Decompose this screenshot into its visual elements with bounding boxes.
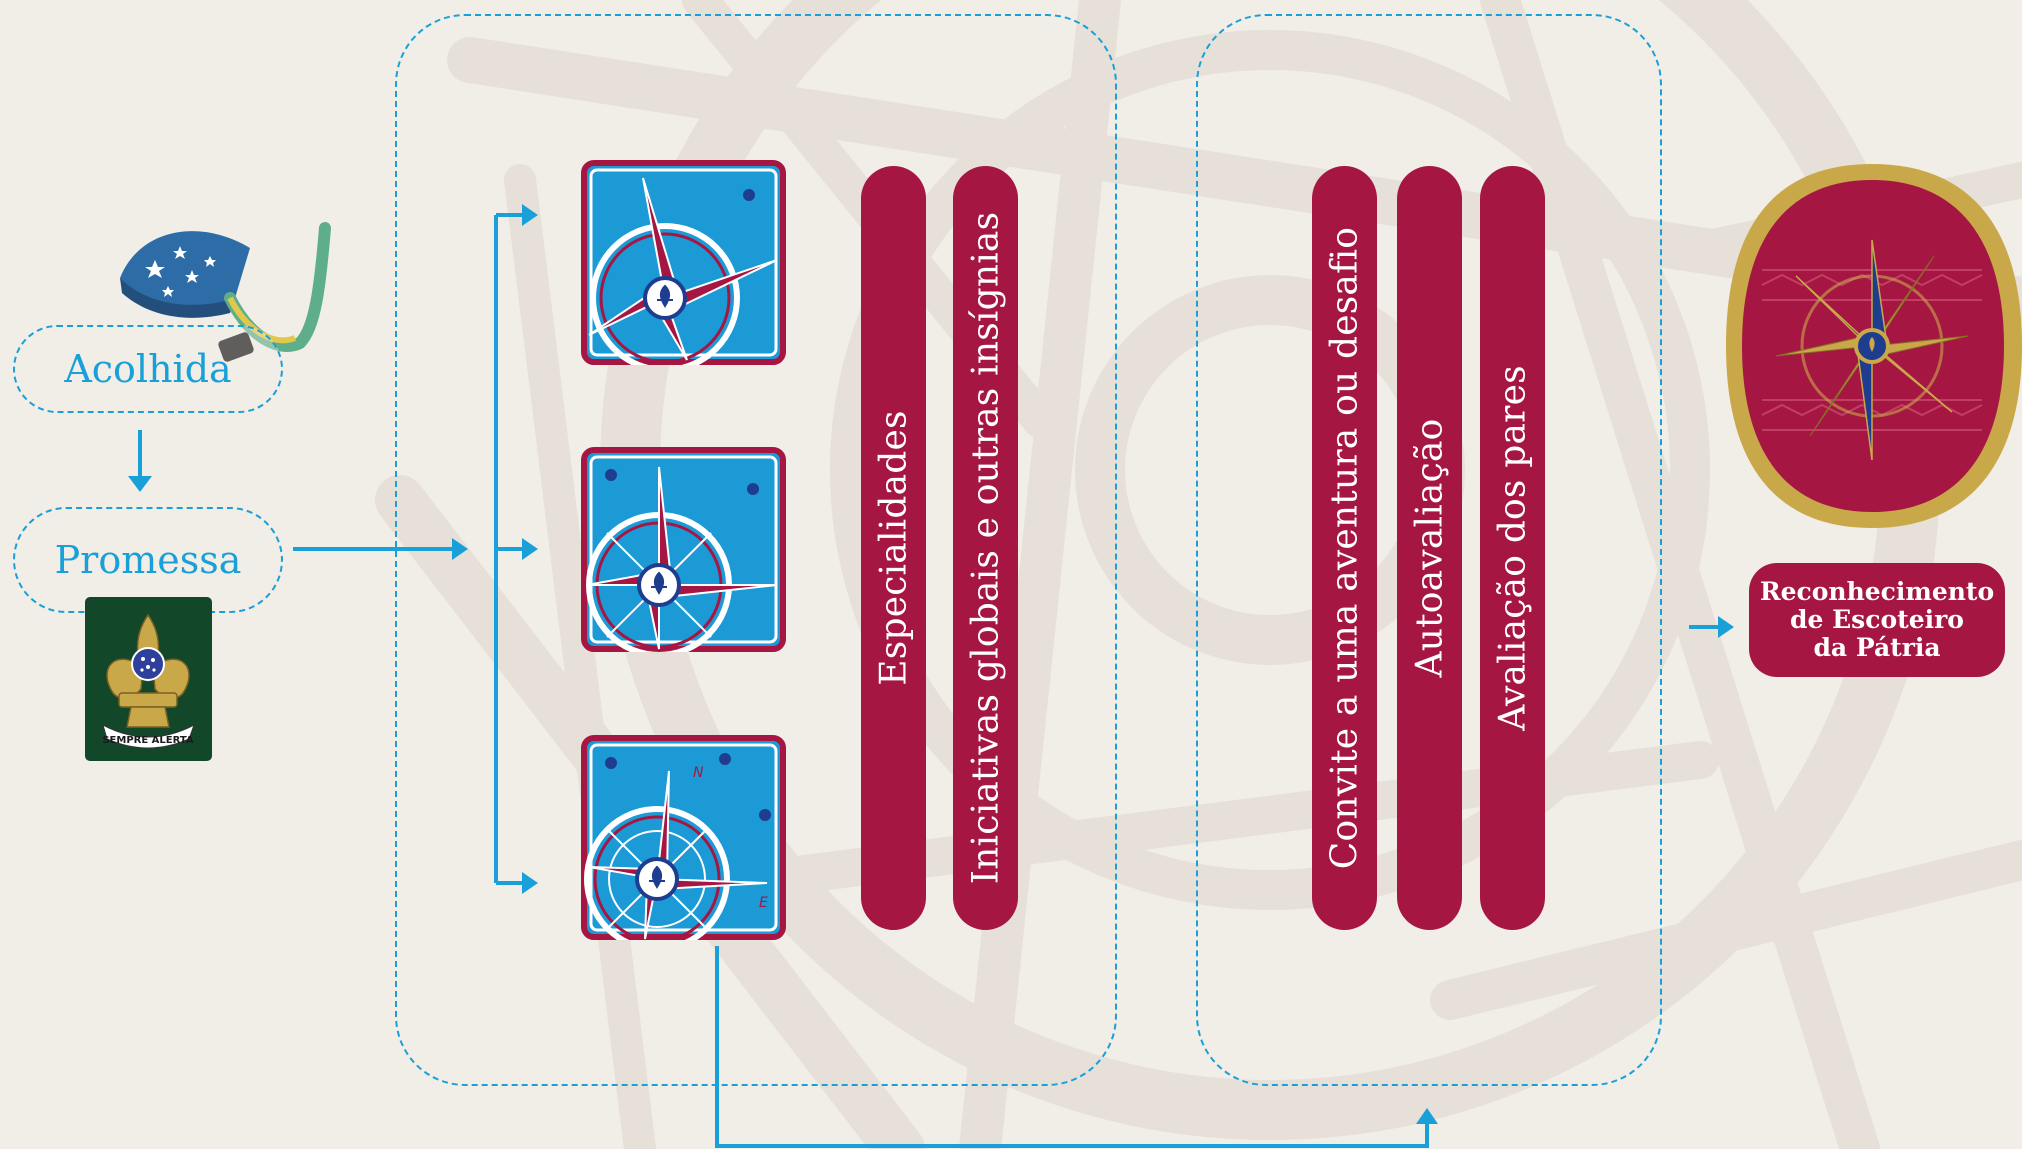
compass-north-letter: N	[693, 765, 704, 781]
compass-east-letter: E	[759, 895, 768, 911]
especialidades-label: Especialidades	[873, 410, 914, 685]
promessa-label: Promessa	[55, 538, 242, 582]
convite-pill: Convite a uma aventura ou desafio	[1312, 166, 1377, 930]
reconhecimento-label: Reconhecimento de Escoteiro da Pátria	[1749, 563, 2005, 677]
arrowhead-promessa	[128, 476, 152, 492]
escoteiro-da-patria-patch-icon	[1722, 160, 2022, 532]
autoavaliacao-label: Autoavaliação	[1409, 419, 1450, 678]
acolhida-label: Acolhida	[64, 347, 231, 391]
compass-badge-2	[581, 447, 786, 652]
arrowhead-evaluation	[1416, 1108, 1438, 1124]
emblem-motto: SEMPRE ALERTA	[102, 735, 194, 746]
autoavaliacao-pill: Autoavaliação	[1397, 166, 1462, 930]
compass-badge-1	[581, 160, 786, 365]
acolhida-node: Acolhida	[13, 325, 283, 413]
avaliacao-pares-pill: Avaliação dos pares	[1480, 166, 1545, 930]
fleur-de-lis-emblem: SEMPRE ALERTA	[85, 597, 212, 761]
reconhecimento-line-2: de Escoteiro	[1749, 606, 2005, 634]
reconhecimento-line-1: Reconhecimento	[1749, 578, 2005, 606]
avaliacao-pares-label: Avaliação dos pares	[1492, 365, 1533, 731]
especialidades-pill: Especialidades	[861, 166, 926, 930]
iniciativas-label: Iniciativas globais e outras insígnias	[965, 212, 1006, 885]
arrowhead-result	[1718, 616, 1734, 638]
reconhecimento-line-3: da Pátria	[1749, 634, 2005, 662]
iniciativas-pill: Iniciativas globais e outras insígnias	[953, 166, 1018, 930]
compass-badge-3: N E	[581, 735, 786, 940]
convite-label: Convite a uma aventura ou desafio	[1324, 227, 1365, 869]
